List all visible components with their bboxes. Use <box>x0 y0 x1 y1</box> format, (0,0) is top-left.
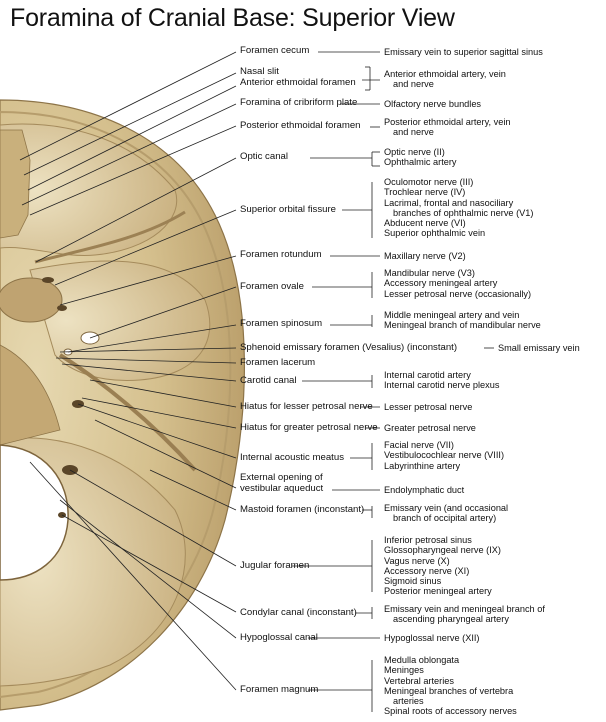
leader-lines <box>19 51 494 712</box>
label-foramina-cribriform-plate: Foramina of cribriform plate <box>240 97 358 108</box>
label-foramen-cecum: Foramen cecum <box>240 45 310 56</box>
content-vestibular-aqueduct: Endolymphatic duct <box>384 485 465 495</box>
label-posterior-ethmoidal-foramen: Posterior ethmoidal foramen <box>240 120 361 131</box>
label-foramen-lacerum: Foramen lacerum <box>240 357 316 368</box>
label-hiatus-greater-petrosal: Hiatus for greater petrosal nerve <box>240 422 378 433</box>
label-foramen-spinosum: Foramen spinosum <box>240 318 323 329</box>
label-vestibular-aqueduct: vestibular aqueduct <box>240 483 324 494</box>
content-hiatus-greater: Greater petrosal nerve <box>384 423 476 433</box>
label-sphenoid-emissary-foramen: Sphenoid emissary foramen (Vesalius) (in… <box>240 342 458 353</box>
page-title: Foramina of Cranial Base: Superior View <box>10 4 455 32</box>
label-foramen-magnum: Foramen magnum <box>240 684 319 695</box>
label-anterior-ethmoidal-foramen: Anterior ethmoidal foramen <box>240 77 356 88</box>
cribriform-plate <box>0 129 31 239</box>
label-nasal-slit: Nasal slit <box>240 66 279 77</box>
foramen-magnum <box>0 444 69 581</box>
label-jugular-foramen: Jugular foramen <box>240 560 310 571</box>
label-foramen-ovale: Foramen ovale <box>240 281 304 292</box>
sella-turcica <box>0 277 63 323</box>
content-hypoglossal-canal: Hypoglossal nerve (XII) <box>384 633 480 643</box>
content-foramen-ovale: Mandibular nerve (V3)Accessory meningeal… <box>384 268 532 299</box>
label-hypoglossal-canal: Hypoglossal canal <box>240 632 318 643</box>
label-hiatus-lesser-petrosal: Hiatus for lesser petrosal nerve <box>240 401 373 412</box>
content-superior-orbital-fissure: Oculomotor nerve (III)Trochlear nerve (I… <box>384 177 534 239</box>
content-internal-acoustic-meatus: Facial nerve (VII)Vestibulocochlear nerv… <box>384 440 505 471</box>
content-cribriform: Olfactory nerve bundles <box>384 99 482 109</box>
content-sphenoid-emissary: Small emissary vein <box>498 343 580 353</box>
label-condylar-canal: Condylar canal (inconstant) <box>240 607 357 618</box>
label-carotid-canal: Carotid canal <box>240 375 297 386</box>
content-hiatus-lesser: Lesser petrosal nerve <box>384 402 473 412</box>
content-foramen-rotundum: Maxillary nerve (V2) <box>384 251 466 261</box>
label-external-opening: External opening of <box>240 472 323 483</box>
content-optic-canal: Optic nerve (II)Ophthalmic artery <box>384 147 457 168</box>
label-internal-acoustic-meatus: Internal acoustic meatus <box>240 452 344 463</box>
label-superior-orbital-fissure: Superior orbital fissure <box>240 204 336 215</box>
content-foramen-cecum: Emissary vein to superior sagittal sinus <box>384 47 543 57</box>
label-mastoid-foramen: Mastoid foramen (inconstant) <box>240 504 365 515</box>
label-optic-canal: Optic canal <box>240 151 288 162</box>
label-foramen-rotundum: Foramen rotundum <box>240 249 322 260</box>
